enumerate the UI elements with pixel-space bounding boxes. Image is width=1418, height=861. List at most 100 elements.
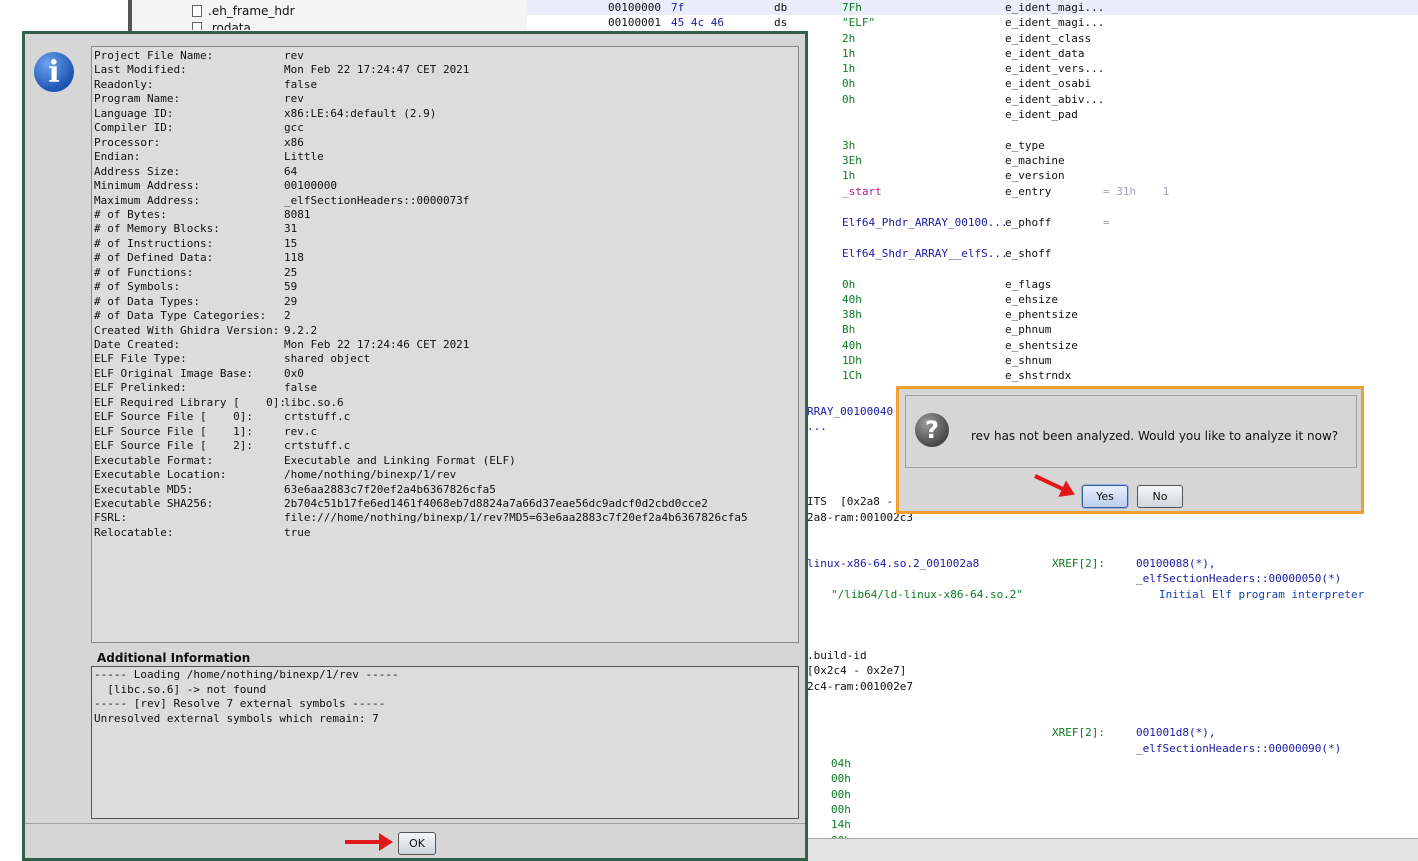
info-value: _elfSectionHeaders::0000073f bbox=[284, 193, 470, 207]
listing-value: 0h bbox=[842, 93, 856, 106]
ok-button[interactable]: OK bbox=[398, 832, 436, 855]
info-key: ELF Source File [ 0]: bbox=[94, 410, 253, 424]
listing-field: e_shoff bbox=[1005, 247, 1052, 260]
listing-extra: = 31h 1 bbox=[1103, 185, 1170, 198]
info-key: Relocatable: bbox=[94, 525, 174, 539]
info-key: Created With Ghidra Version: bbox=[94, 323, 280, 337]
listing-value: Elf64_Phdr_ARRAY_00100... bbox=[842, 216, 1008, 229]
listing-value: 2h bbox=[842, 31, 856, 45]
listing-label: RRAY_00100040 bbox=[807, 405, 894, 418]
listing-value: 0h bbox=[842, 278, 856, 291]
yes-button[interactable]: Yes bbox=[1082, 485, 1128, 508]
info-value: rev bbox=[284, 92, 304, 106]
info-value: false bbox=[284, 381, 318, 395]
info-key: Executable Format: bbox=[94, 453, 214, 467]
info-key: Minimum Address: bbox=[94, 179, 200, 193]
info-key: FSRL: bbox=[94, 511, 128, 525]
info-key: # of Defined Data: bbox=[94, 251, 214, 265]
listing-mnemonic: db bbox=[774, 1, 788, 14]
tree-item-label: .eh_frame_hdr bbox=[208, 3, 295, 18]
listing-range: [0x2c4 - 0x2e7] bbox=[807, 664, 907, 677]
info-key: Readonly: bbox=[94, 77, 154, 91]
info-key: Program Name: bbox=[94, 92, 181, 106]
info-value: Little bbox=[284, 150, 324, 164]
info-value: 29 bbox=[284, 294, 298, 308]
info-value: x86:LE:64:default (2.9) bbox=[284, 106, 437, 120]
listing-value: 00h bbox=[831, 802, 851, 816]
listing-value: 38h bbox=[842, 308, 862, 321]
info-value: 25 bbox=[284, 265, 298, 279]
info-key: Language ID: bbox=[94, 106, 174, 120]
listing-field: e_shstrndx bbox=[1005, 369, 1072, 382]
info-value: true bbox=[284, 525, 311, 539]
listing-scrollbar[interactable] bbox=[804, 838, 1418, 861]
listing-field: e_flags bbox=[1005, 278, 1052, 291]
listing-range: 2c4-ram:001002e7 bbox=[807, 680, 913, 693]
listing-value: 00h bbox=[831, 787, 851, 801]
listing-highlight-row bbox=[527, 0, 1418, 15]
info-value: shared object bbox=[284, 352, 371, 366]
listing-string: "/lib64/ld-linux-x86-64.so.2" bbox=[831, 588, 1024, 601]
info-key: Executable MD5: bbox=[94, 482, 194, 496]
info-value: /home/nothing/binexp/1/rev bbox=[284, 468, 457, 482]
dialog-separator bbox=[25, 823, 805, 824]
info-value: 2 bbox=[284, 309, 291, 323]
listing-xref-item: _elfSectionHeaders::00000090(*) bbox=[1136, 742, 1342, 755]
tree-item-rodata[interactable]: .rodata bbox=[192, 20, 251, 30]
listing-value: 1h bbox=[842, 47, 856, 60]
listing-value: 1h bbox=[842, 62, 856, 75]
listing-field: e_phoff bbox=[1005, 216, 1052, 229]
info-value: 59 bbox=[284, 280, 298, 294]
listing-value: 3Eh bbox=[842, 154, 862, 167]
info-key: # of Instructions: bbox=[94, 236, 214, 250]
listing-field: e_ident_abiv... bbox=[1005, 93, 1105, 106]
info-key: ELF Required Library [ 0]: bbox=[94, 395, 287, 409]
red-arrow-icon bbox=[345, 833, 393, 851]
info-key: # of Functions: bbox=[94, 265, 194, 279]
listing-label: ... bbox=[807, 420, 827, 433]
listing-bytes: 7f bbox=[671, 1, 685, 14]
listing-value: Bh bbox=[842, 323, 856, 336]
listing-value: 1h bbox=[842, 169, 856, 182]
info-value: libc.so.6 bbox=[284, 395, 344, 409]
listing-value: 7Fh bbox=[842, 1, 862, 14]
additional-info-line: [libc.so.6] -> not found bbox=[94, 682, 267, 696]
info-value: crtstuff.c bbox=[284, 439, 351, 453]
info-key: ELF Source File [ 2]: bbox=[94, 439, 253, 453]
listing-field: e_ident_class bbox=[1005, 31, 1092, 45]
listing-value: 0h bbox=[842, 77, 856, 90]
additional-info-line: ----- Loading /home/nothing/binexp/1/rev… bbox=[94, 668, 399, 681]
info-value: 64 bbox=[284, 164, 298, 178]
info-key: ELF Original Image Base: bbox=[94, 366, 253, 380]
info-key: # of Data Types: bbox=[94, 294, 200, 308]
info-key: Project File Name: bbox=[94, 49, 214, 62]
info-key: Executable SHA256: bbox=[94, 496, 214, 510]
info-key: # of Symbols: bbox=[94, 280, 181, 294]
info-value: Executable and Linking Format (ELF) bbox=[284, 453, 516, 467]
info-key: # of Memory Blocks: bbox=[94, 222, 220, 236]
info-key: Executable Location: bbox=[94, 468, 227, 482]
info-key: Date Created: bbox=[94, 338, 181, 351]
listing-xref: XREF[2]: bbox=[1052, 557, 1105, 570]
no-button[interactable]: No bbox=[1137, 485, 1183, 508]
listing-address: 00100001 bbox=[608, 16, 661, 30]
info-value: 9.2.2 bbox=[284, 323, 318, 337]
info-value: Mon Feb 22 17:24:46 CET 2021 bbox=[284, 338, 470, 351]
program-tree: .eh_frame_hdr .rodata bbox=[132, 0, 527, 30]
info-icon: i bbox=[34, 52, 74, 92]
info-value: Mon Feb 22 17:24:47 CET 2021 bbox=[284, 63, 470, 77]
tree-item-eh-frame-hdr[interactable]: .eh_frame_hdr bbox=[192, 3, 295, 18]
info-value: rev.c bbox=[284, 424, 318, 438]
info-key: Last Modified: bbox=[94, 63, 187, 77]
info-key: ELF Source File [ 1]: bbox=[94, 424, 253, 438]
listing-field: e_version bbox=[1005, 169, 1065, 182]
info-key: # of Data Type Categories: bbox=[94, 309, 267, 323]
listing-xref-item: 00100088(*), bbox=[1136, 557, 1216, 570]
info-value: crtstuff.c bbox=[284, 410, 351, 424]
listing-label: linux-x86-64.so.2_001002a8 bbox=[807, 557, 980, 570]
listing-value: 3h bbox=[842, 139, 856, 152]
listing-section: ITS [0x2a8 - bbox=[807, 495, 894, 508]
additional-info-box[interactable]: ----- Loading /home/nothing/binexp/1/rev… bbox=[91, 666, 799, 819]
listing-address: 00100000 bbox=[608, 1, 661, 14]
listing-field: e_phentsize bbox=[1005, 308, 1078, 321]
